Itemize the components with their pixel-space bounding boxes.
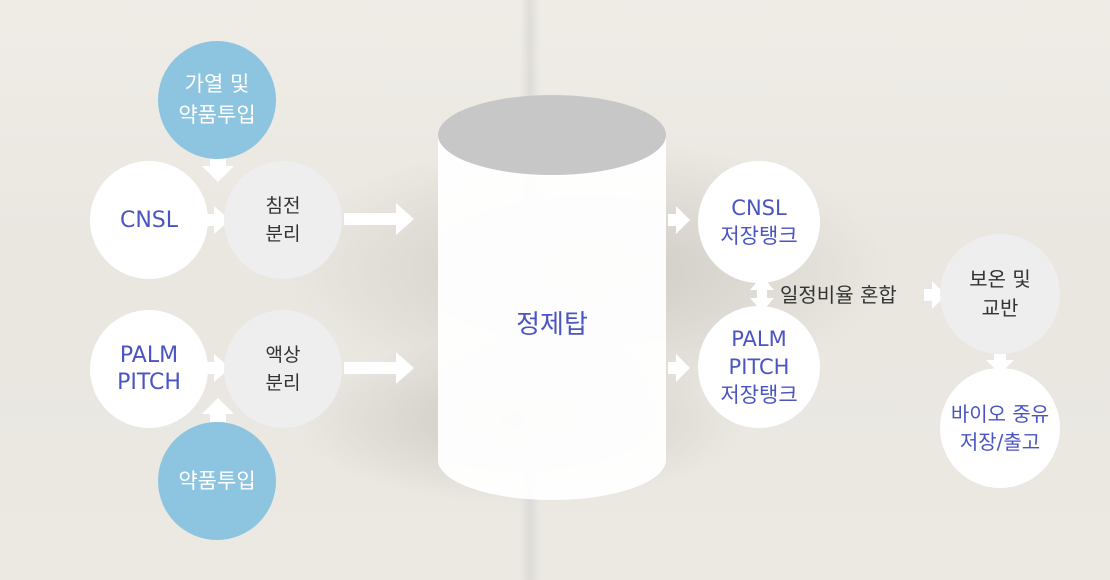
node-heat-chemical-input-label: 가열 및 약품투입 [178, 72, 256, 127]
arrow-palm-to-liquid [206, 354, 230, 382]
node-chemical-input-label: 약품투입 [178, 468, 256, 493]
node-cnsl: CNSL [90, 161, 208, 279]
node-cnsl-storage-tank-label: CNSL 저장탱크 [720, 196, 798, 248]
node-keep-warm-stir-label: 보온 및 교반 [969, 267, 1031, 320]
node-cnsl-storage-tank: CNSL 저장탱크 [698, 161, 820, 283]
node-palm-pitch-storage-tank: PALM PITCH 저장탱크 [698, 306, 820, 428]
arrow-heat-to-cnsl [202, 158, 234, 182]
refining-tower: 정제탑 [438, 175, 666, 475]
arrow-keep-stir-to-storage [986, 352, 1014, 374]
arrow-liquid-to-tower [344, 352, 414, 384]
mix-ratio-label: 일정비율 혼합 [780, 283, 897, 307]
refining-tower-cylinder [438, 95, 666, 500]
arrow-sediment-to-tower [344, 203, 414, 235]
arrow-tank-mix-double [750, 276, 774, 312]
refining-tower-label: 정제탑 [516, 310, 588, 340]
arrow-tower-to-cnsl-tank [668, 206, 690, 234]
node-palm-pitch-label: PALM PITCH [117, 343, 181, 395]
node-cnsl-label: CNSL [119, 207, 179, 233]
node-liquid-separation: 액상 분리 [224, 310, 342, 428]
node-keep-warm-stir: 보온 및 교반 [940, 234, 1060, 354]
arrow-cnsl-to-sediment [206, 206, 230, 234]
node-sediment-separation-label: 침전 분리 [265, 195, 301, 245]
node-heat-chemical-input: 가열 및 약품투입 [158, 41, 276, 159]
node-palm-pitch-storage-tank-label: PALM PITCH 저장탱크 [720, 327, 798, 407]
node-bio-heavy-oil-storage-label: 바이오 중유 저장/출고 [950, 402, 1050, 454]
node-liquid-separation-label: 액상 분리 [265, 344, 301, 394]
node-chemical-input: 약품투입 [158, 422, 276, 540]
arrow-mix-to-keep-stir [924, 281, 946, 309]
arrow-chem-to-palm [202, 398, 234, 422]
node-palm-pitch: PALM PITCH [90, 310, 208, 428]
node-bio-heavy-oil-storage: 바이오 중유 저장/출고 [940, 368, 1060, 488]
node-sediment-separation: 침전 분리 [224, 161, 342, 279]
arrow-tower-to-palm-tank [668, 354, 690, 382]
